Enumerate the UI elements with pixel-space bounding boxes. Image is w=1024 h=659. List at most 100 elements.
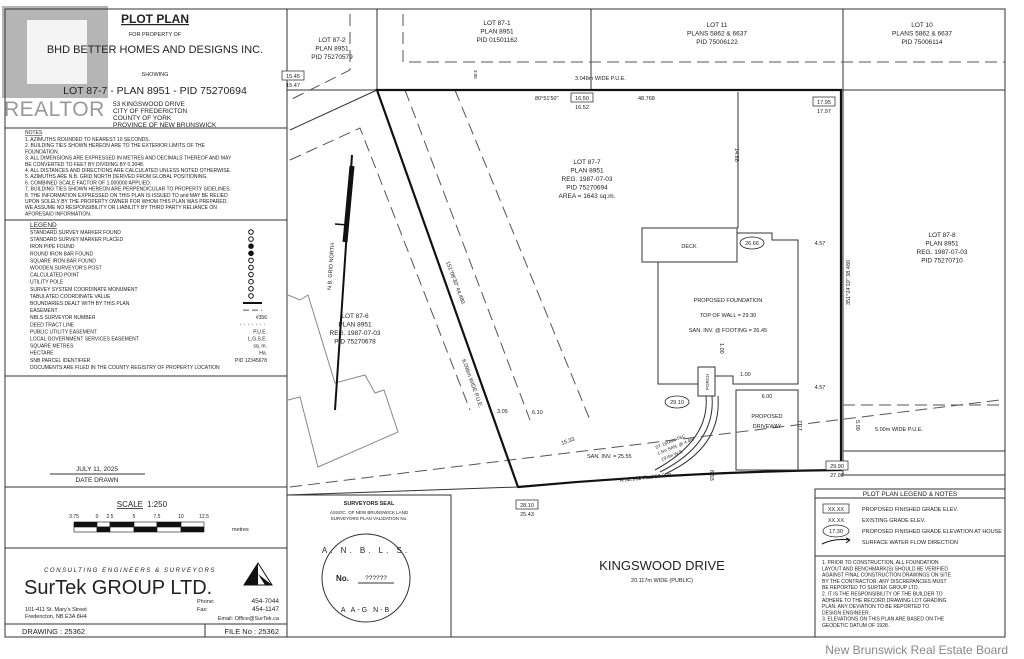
lot-label: LOT 87-6: [341, 313, 369, 320]
company-tagline: CONSULTING ENGINEERS & SURVEYORS: [44, 568, 216, 574]
legend-item-label: ROUND IRON BAR FOUND: [30, 251, 93, 257]
water-flow-arrow-icon: [821, 537, 851, 545]
legend-item-label: IRON PIPE FOUND: [30, 244, 75, 250]
proposed-elevation-box: [515, 499, 539, 510]
proposed-grade-box: [822, 503, 850, 514]
existing-elevation: 27.92: [830, 473, 844, 479]
for-property-label: FOR PROPERTY OF: [129, 32, 182, 38]
lot-label: PID 75270579: [311, 54, 353, 61]
legend-symbol-icon: [248, 264, 254, 271]
legend-item-label: STANDARD SURVEY MARKER FOUND: [30, 230, 121, 236]
legend-symbol-icon: [248, 286, 254, 292]
plan-note-line: 3. ELEVATIONS ON THIS PLAN ARE BASED ON …: [822, 617, 945, 623]
street-width: 20.117m WIDE (PUBLIC): [631, 578, 693, 584]
seal-circle: [321, 533, 411, 623]
seal-line: SURVEYORS PLAN VALIDATION No.: [331, 516, 408, 521]
legend-item-symbol: L.G.S.E.: [248, 337, 267, 343]
legend-item-label: DOCUMENTS ARE FILED IN THE COUNTY REGIST…: [30, 365, 220, 371]
legend-item-symbol: sq. m.: [253, 344, 267, 350]
note-line: WE ASSUME NO RESPONSIBILITY OR LIABILITY…: [25, 205, 217, 211]
house-elevation-oval: [739, 236, 765, 250]
existing-elevation: 25.43: [520, 512, 534, 518]
lot-label: PID 75270678: [334, 339, 376, 346]
legend-item-label: BOUNDARIES DEALT WITH BY THIS PLAN: [30, 301, 130, 307]
site-plan: N.B. GRID NORTH DECK PORCH PROPOSED FOUN…: [286, 9, 1005, 584]
scale-segment: [180, 526, 205, 533]
proposed-elevation: 16.50: [575, 96, 589, 102]
bearing-top: 80°51'50": [535, 96, 559, 102]
plan-legend-symbol: 17.30: [829, 529, 843, 535]
lot-label: PLAN 8951: [315, 46, 349, 53]
plan-title: PLOT PLAN: [121, 12, 189, 26]
legend-item-label: NBLS SURVEYOR NUMBER: [30, 315, 96, 321]
proposed-elevation: 29.90: [830, 464, 844, 470]
proposed-elevation: 17.95: [817, 100, 831, 106]
existing-elevation: 15.47: [286, 83, 300, 89]
scale-segment: [73, 521, 98, 528]
lot-description: LOT 87-7 - PLAN 8951 - PID 75270694: [63, 85, 247, 97]
dim-driveway-depth: 7.17: [796, 420, 802, 431]
note-line: FOUNDATION.: [25, 149, 59, 155]
dim-side-bottom: 4.57: [815, 385, 826, 391]
driveway: [735, 389, 799, 471]
service-lines: [654, 395, 719, 475]
easement-right-label: 5.00m WIDE P.U.E.: [875, 427, 923, 433]
dim-left-b: 6.10: [532, 410, 543, 416]
house-elevation: 29.10: [670, 400, 684, 406]
address-line: CITY OF FREDERICTON: [113, 108, 187, 115]
plan-note-line: 1. PRIOR TO CONSTRUCTION, ALL FOUNDATION: [822, 560, 939, 566]
plan-note-line: LAYOUT AND BENCHMARK(S) SHOULD BE VERIFI…: [822, 566, 948, 572]
scale-segment: [133, 526, 158, 533]
company-email: Email: Office@SurTek.ca: [218, 616, 280, 622]
phone-label: Phone:: [197, 599, 215, 605]
scale-segment: [156, 521, 182, 528]
company-address: Fredericton, NB E3A 8H4: [25, 614, 87, 620]
scale-segment: [96, 526, 111, 533]
plan-note-line: 2. IT IS THE RESPONSIBILITY OF THE BUILD…: [822, 592, 943, 598]
seal-ring-bottom: A A-G N-B: [341, 607, 391, 614]
drawing-border: [4, 8, 1006, 638]
company-name: SurTek GROUP LTD.: [24, 577, 212, 599]
note-line: 6. COMBINED SCALE FACTOR OF 1.000000 APP…: [25, 180, 151, 186]
lot-label: PID 75006122: [696, 39, 738, 46]
legend-item-label: TABULATED COORDINATE VALUE: [30, 294, 111, 300]
seal-number: ??????: [365, 575, 387, 582]
plot-plan-legend: PLOT PLAN LEGEND & NOTES PROPOSED FINISH…: [814, 488, 1006, 638]
date-drawn: JULY 11, 2025 DATE DRAWN: [50, 466, 145, 484]
proposed-foundation: [657, 232, 799, 385]
note-line: BE CONVERTED TO FEET BY DIVIDING BY 0.30…: [25, 162, 144, 168]
proposed-elevation-box: [812, 96, 836, 107]
address-line: COUNTY OF YORK: [113, 115, 172, 122]
date-value: JULY 11, 2025: [76, 466, 118, 473]
legend-item-label: WOODEN SURVEYOR'S POST: [30, 266, 102, 272]
dim-front-left: 15.33: [561, 437, 576, 447]
dim-rear: 14.68: [733, 148, 739, 162]
easement-top-label: 3.048m WIDE P.U.E.: [575, 76, 626, 82]
note-line: AFORESAID INFORMATION.: [25, 211, 91, 217]
credit-text: New Brunswick Real Estate Board: [825, 643, 1008, 657]
seal-ring-top: A. N. B. L. S.: [322, 546, 410, 555]
lot-label: LOT 87-1: [483, 20, 511, 27]
seal-title: SURVEYORS SEAL: [344, 501, 395, 507]
legend-item-label: LOCAL GOVERNMENT SERVICES EASEMENT: [30, 337, 139, 343]
proposed-elevation-box: [570, 92, 594, 103]
realtor-watermark-text: REALTOR: [4, 98, 105, 121]
scale-tick: 3.75: [69, 514, 79, 520]
owner-name: BHD BETTER HOMES AND DESIGNS INC.: [47, 44, 263, 56]
lot-label: LOT 87-8: [928, 232, 956, 239]
lot-label: PLAN 8951: [338, 322, 372, 329]
dim-side-top: 4.57: [815, 241, 826, 247]
foundation-label: PROPOSED FOUNDATION: [694, 298, 763, 304]
lot-label: REG. 1987-07-03: [330, 330, 381, 337]
note-line: 4. ALL DISTANCES AND DIRECTIONS ARE CALC…: [25, 168, 231, 174]
legend-item-label: SNB PARCEL IDENTIFIER: [30, 358, 91, 364]
lot-label: PID 75270694: [566, 185, 608, 192]
seal-line: ASSOC. OF NEW BRUNSWICK LAND: [330, 510, 409, 515]
plan-legend-label: PROPOSED FINISHED GRADE ELEV.: [862, 507, 959, 513]
scale-tick: 2.5: [107, 514, 114, 520]
fax-label: Fax:: [197, 607, 208, 613]
drawing-number: DRAWING : 25362: [22, 627, 85, 636]
plan-legend-symbol: XX.XX: [828, 507, 845, 513]
note-line: 5. AZIMUTHS ARE N.B. GRID NORTH DERIVED …: [25, 174, 208, 180]
note-line: 8. THE INFORMATION EXPRESSED ON THIS PLA…: [25, 193, 228, 199]
